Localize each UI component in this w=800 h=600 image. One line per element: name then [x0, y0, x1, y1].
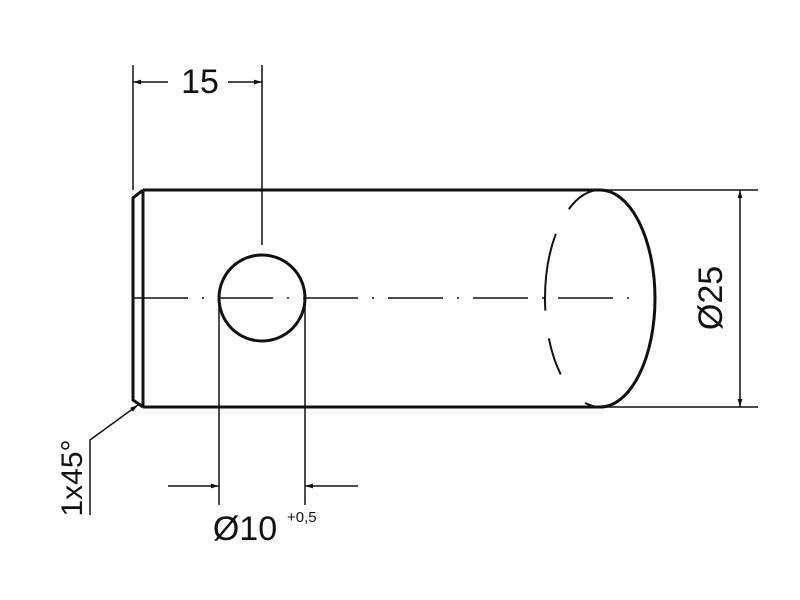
dimension-outer-diameter-label: Ø25 [692, 266, 730, 330]
chamfer-leader [89, 404, 139, 515]
dimension-hole-diameter [168, 298, 358, 505]
dimension-outer-diameter [600, 189, 758, 408]
dimension-15-label: 15 [181, 63, 219, 101]
hidden-edge [544, 189, 601, 408]
dimension-hole-offset [132, 65, 263, 245]
dimension-hole-diameter-label: Ø10 [213, 510, 277, 548]
chamfer-label: 1x45° [56, 439, 89, 516]
hole-tolerance-label: +0,5 [287, 509, 317, 526]
